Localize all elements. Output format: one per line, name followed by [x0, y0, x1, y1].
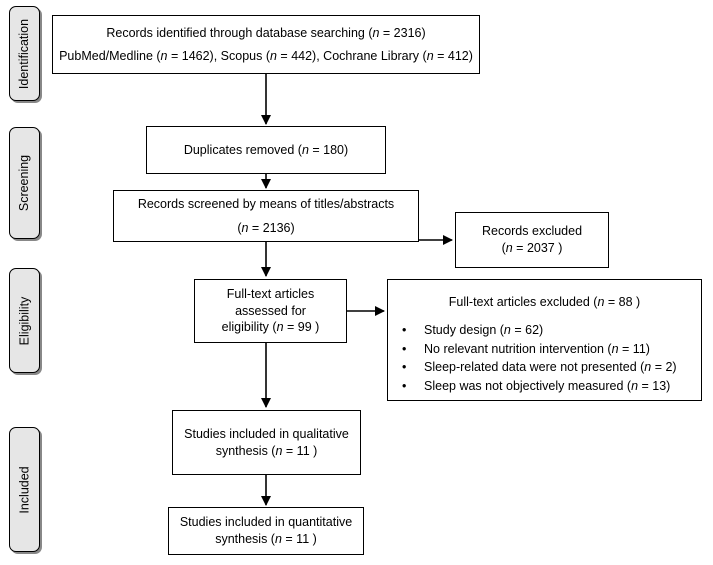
- records-screened-line2: (n = 2136): [237, 220, 294, 237]
- n-symbol: n: [597, 295, 605, 309]
- pubmed-label: PubMed/Medline (: [59, 48, 161, 63]
- paren-open: (: [501, 241, 506, 255]
- cochrane-count: = 412): [433, 48, 473, 63]
- quantitative-line1: Studies included in quantitative: [179, 515, 353, 530]
- n-symbol: n: [301, 142, 309, 157]
- reason-count: = 2): [651, 360, 677, 375]
- synthesis-text: synthesis (: [215, 443, 276, 458]
- n-symbol: n: [274, 532, 282, 546]
- quantitative-synthesis-box: Studies included in quantitative synthes…: [168, 507, 364, 555]
- list-item: Study design (n = 62): [402, 323, 677, 339]
- n-symbol: n: [505, 241, 513, 255]
- reason-count: = 62): [510, 323, 544, 337]
- qualitative-count: = 11 ): [282, 443, 318, 458]
- duplicates-removed-line: Duplicates removed (n = 180): [184, 142, 348, 159]
- fulltext-assessed-box: Full-text articles assessed for eligibil…: [194, 279, 347, 343]
- duplicates-removed-box: Duplicates removed (n = 180): [146, 126, 386, 174]
- n-symbol: n: [241, 221, 249, 236]
- n-symbol: n: [644, 360, 652, 375]
- phase-included: Included: [9, 427, 40, 552]
- n-symbol: n: [276, 320, 284, 335]
- duplicates-removed-text: Duplicates removed (: [183, 142, 302, 157]
- reason-text: Sleep-related data were not presented (: [424, 360, 645, 375]
- reason-text: Study design (: [424, 323, 504, 337]
- n-symbol: n: [275, 443, 283, 458]
- eligibility-text: eligibility (: [221, 320, 277, 335]
- records-identified-box: Records identified through database sear…: [52, 15, 480, 74]
- quantitative-line2: synthesis (n = 11 ): [215, 531, 317, 548]
- fulltext-excluded-text: Full-text articles excluded (: [448, 295, 598, 309]
- database-breakdown-line: PubMed/Medline (n = 1462), Scopus (n = 4…: [59, 48, 473, 65]
- fulltext-excluded-box: Full-text articles excluded (n = 88 ) St…: [387, 279, 702, 401]
- list-item: No relevant nutrition intervention (n = …: [402, 342, 677, 358]
- records-screened-box: Records screened by means of titles/abst…: [113, 190, 419, 242]
- list-item: Sleep-related data were not presented (n…: [402, 360, 677, 376]
- n-symbol: n: [503, 323, 511, 337]
- qualitative-synthesis-box: Studies included in qualitative synthesi…: [172, 410, 361, 475]
- reason-count: = 11): [618, 341, 650, 356]
- phase-included-label: Included: [17, 465, 32, 514]
- paren-open: (: [237, 221, 242, 236]
- n-symbol: n: [631, 378, 639, 393]
- reason-text: Sleep was not objectively measured (: [424, 378, 632, 393]
- fulltext-assessed-line1: Full-text articles: [226, 286, 315, 301]
- fulltext-assessed-line3: eligibility (n = 99 ): [222, 319, 320, 336]
- fulltext-excluded-title: Full-text articles excluded (n = 88 ): [388, 294, 701, 311]
- phase-screening-label: Screening: [17, 154, 32, 212]
- reason-text: No relevant nutrition intervention (: [424, 341, 612, 356]
- fulltext-assessed-count: = 99 ): [283, 320, 320, 335]
- records-identified-text: Records identified through database sear…: [106, 25, 373, 40]
- phase-identification-label: Identification: [17, 18, 32, 89]
- quantitative-count: = 11 ): [281, 532, 317, 546]
- records-excluded-box: Records excluded (n = 2037 ): [455, 212, 609, 268]
- records-identified-line: Records identified through database sear…: [106, 25, 425, 42]
- records-screened-line1: Records screened by means of titles/abst…: [137, 197, 395, 211]
- records-screened-count: = 2136): [248, 221, 295, 236]
- records-excluded-line2: (n = 2037 ): [502, 240, 563, 257]
- n-symbol: n: [160, 48, 168, 63]
- synthesis-text: synthesis (: [215, 532, 275, 546]
- duplicates-removed-count: = 180): [308, 142, 349, 157]
- exclusion-reasons-list: Study design (n = 62) No relevant nutrit…: [402, 323, 677, 398]
- n-symbol: n: [372, 25, 380, 40]
- reason-count: = 13): [638, 378, 671, 393]
- list-item: Sleep was not objectively measured (n = …: [402, 379, 677, 395]
- records-excluded-line1: Records excluded: [481, 224, 583, 239]
- phase-eligibility: Eligibility: [9, 268, 40, 373]
- records-excluded-count: = 2037 ): [512, 241, 563, 255]
- phase-screening: Screening: [9, 127, 40, 239]
- n-symbol: n: [426, 48, 434, 63]
- n-symbol: n: [611, 341, 619, 356]
- phase-eligibility-label: Eligibility: [17, 296, 32, 345]
- cochrane-label: = 442), Cochrane Library (: [276, 48, 427, 63]
- scopus-label: = 1462), Scopus (: [167, 48, 270, 63]
- n-symbol: n: [270, 48, 277, 63]
- fulltext-assessed-line2: assessed for: [235, 303, 306, 318]
- fulltext-excluded-count: = 88 ): [604, 295, 641, 309]
- qualitative-line2: synthesis (n = 11 ): [216, 443, 318, 460]
- phase-identification: Identification: [9, 6, 40, 101]
- qualitative-line1: Studies included in qualitative: [184, 426, 349, 441]
- records-identified-count: = 2316): [379, 25, 426, 40]
